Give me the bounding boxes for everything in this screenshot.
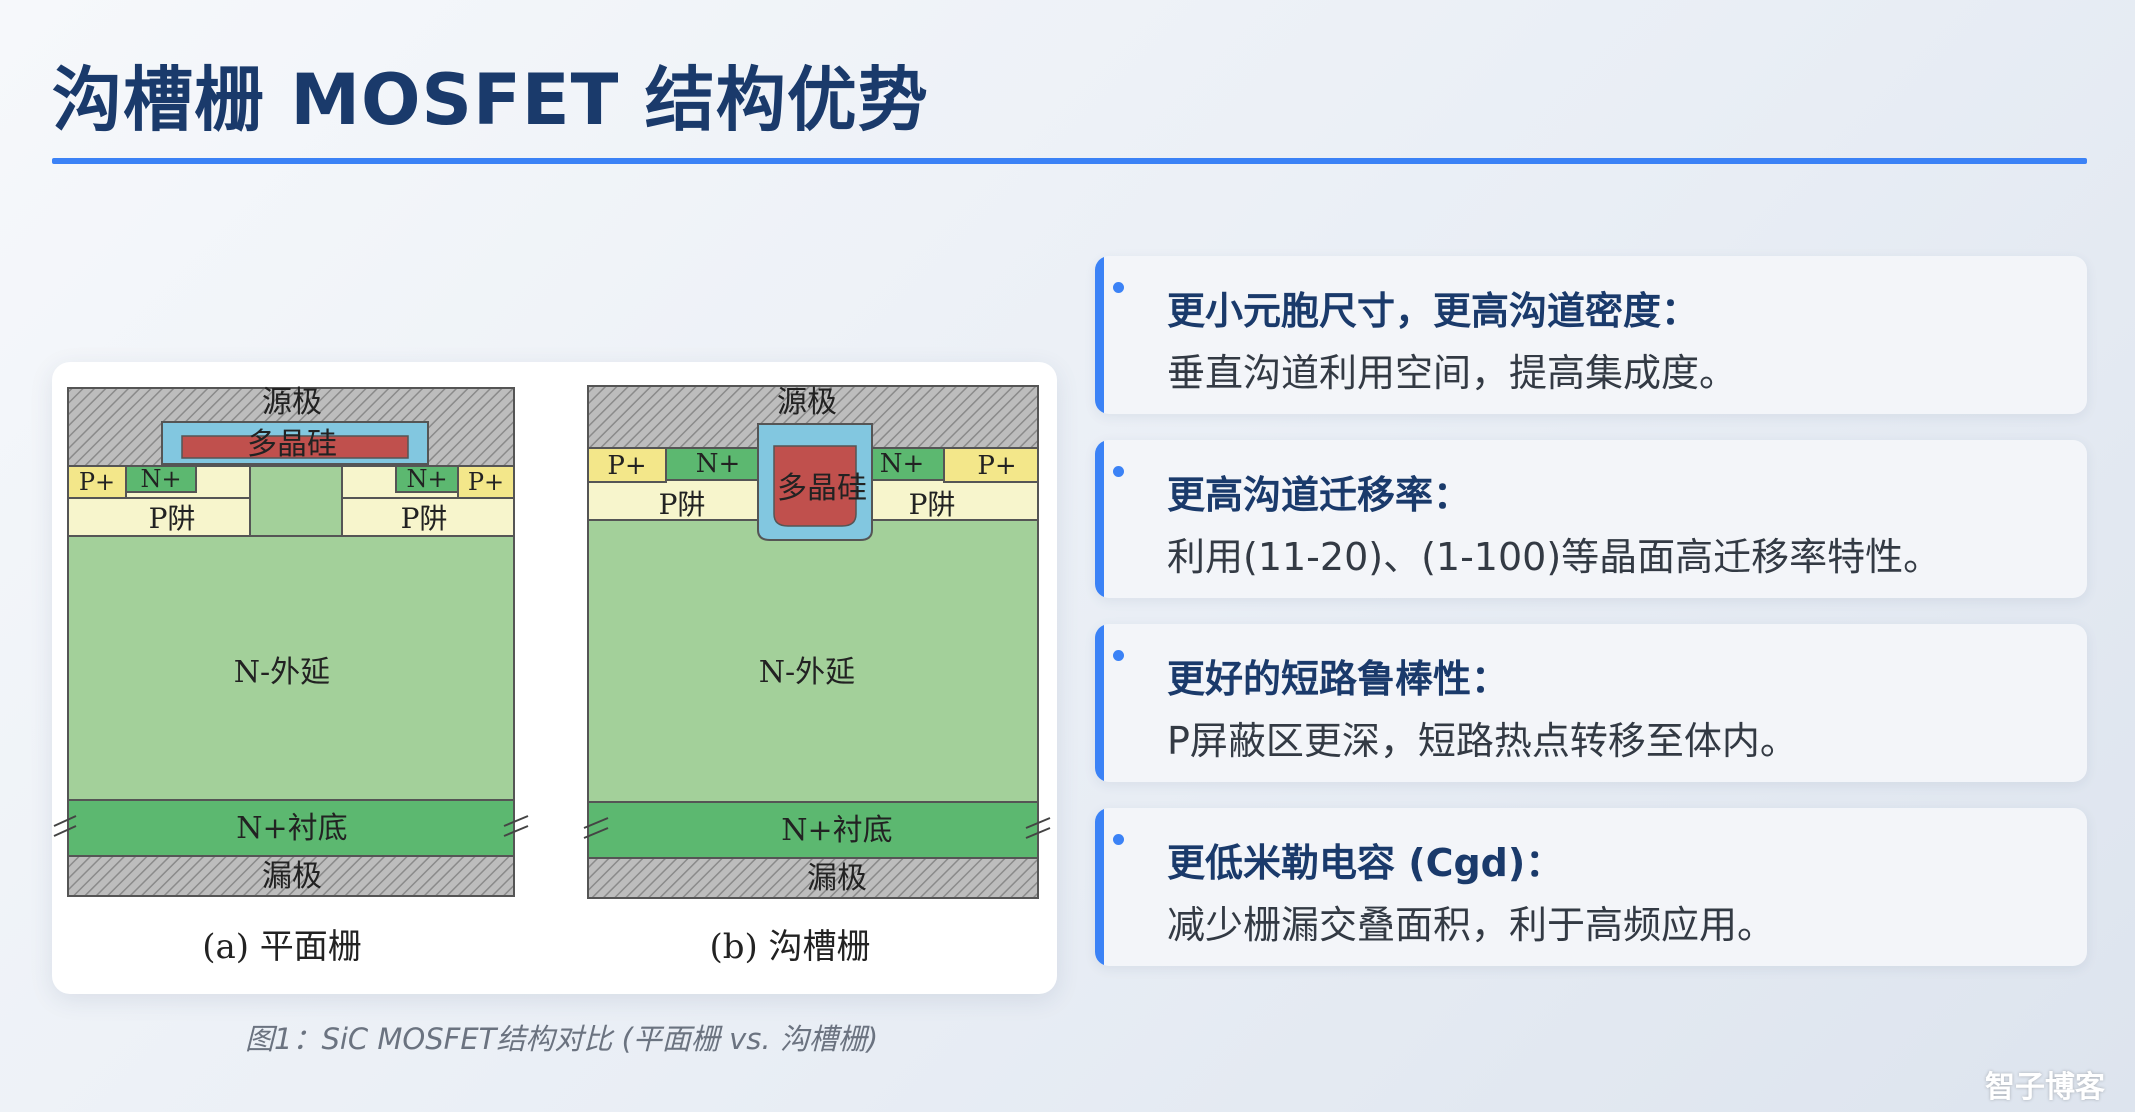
trench-drain-label: 漏极 [807, 861, 867, 896]
planar-drain-metal [67, 855, 515, 897]
planar-p-well-right-label: P阱 [401, 502, 448, 535]
bullet-dot-icon [1113, 834, 1124, 845]
trench-p-plus-left-label: P+ [607, 451, 646, 481]
planar-structure: 源极 多晶硅 P+ N+ N+ P+ P阱 P阱 N-外延 N+衬底 漏极 (a… [53, 385, 529, 967]
trench-n-plus-right-label: N+ [880, 449, 925, 479]
trench-epi-label: N-外延 [759, 655, 855, 690]
figure-caption: 图1：SiC MOSFET结构对比 (平面栅 vs. 沟槽栅) [245, 1022, 879, 1056]
planar-n-plus-left-label: N+ [140, 465, 181, 493]
planar-break-right [503, 815, 529, 837]
card-title: 更好的短路鲁棒性： [1167, 657, 1510, 701]
planar-p-plus-right [457, 465, 515, 501]
card-accent-bar [1095, 256, 1104, 414]
trench-n-plus-right [859, 447, 945, 481]
card-description: 垂直沟道利用空间，提高集成度。 [1167, 351, 1738, 395]
card-title: 更低米勒电容 (Cgd)： [1167, 841, 1564, 885]
trench-p-well-right [859, 479, 1039, 521]
trench-poly-gate [773, 445, 857, 527]
trench-p-plus-right [943, 447, 1039, 483]
advantage-card-4: 更低米勒电容 (Cgd)： 减少栅漏交叠面积，利于高频应用。 [1095, 808, 2087, 966]
planar-substrate-label: N+衬底 [236, 811, 347, 846]
trench-substrate-label: N+衬底 [781, 813, 892, 848]
bullet-dot-icon [1113, 282, 1124, 293]
planar-p-plus-right-label: P+ [468, 468, 504, 496]
trench-break-left [583, 817, 609, 839]
planar-caption-label: (a) 平面栅 [202, 927, 362, 967]
trench-n-plus-left [665, 447, 771, 481]
bullet-dot-icon [1113, 466, 1124, 477]
planar-p-plus-left-label: P+ [79, 468, 115, 496]
trench-poly-label: 多晶硅 [777, 471, 867, 506]
advantage-card-1: 更小元胞尺寸，更高沟道密度： 垂直沟道利用空间，提高集成度。 [1095, 256, 2087, 414]
trench-p-plus-left [587, 447, 667, 483]
planar-n-plus-left [125, 465, 197, 493]
planar-drain-label: 漏极 [262, 859, 322, 894]
trench-p-well-left-label: P阱 [659, 488, 706, 521]
page-title: 沟槽栅 MOSFET 结构优势 [52, 59, 929, 141]
planar-n-plus-right-label: N+ [406, 465, 447, 493]
advantage-card-3: 更好的短路鲁棒性： P屏蔽区更深，短路热点转移至体内。 [1095, 624, 2087, 782]
planar-poly-label: 多晶硅 [247, 427, 337, 462]
card-accent-bar [1095, 624, 1104, 782]
card-description: 减少栅漏交叠面积，利于高频应用。 [1167, 903, 1776, 947]
planar-poly-gate [181, 435, 409, 459]
planar-p-well-left-top [67, 497, 251, 537]
title-underline [52, 158, 2087, 164]
planar-break-left [53, 815, 77, 837]
watermark: 智子博客 [1985, 1070, 2105, 1105]
card-description: P屏蔽区更深，短路热点转移至体内。 [1167, 719, 1798, 763]
planar-p-well-left-label: P阱 [149, 502, 196, 535]
trench-epi [587, 517, 1039, 803]
bullet-dot-icon [1113, 650, 1124, 661]
trench-structure: 源极 多晶硅 P+ N+ N+ P+ P阱 P阱 N-外延 N+衬底 漏极 (b… [583, 385, 1051, 967]
trench-caption-label: (b) 沟槽栅 [709, 927, 870, 967]
trench-p-well-right-label: P阱 [909, 488, 956, 521]
planar-epi-label: N-外延 [234, 655, 330, 690]
trench-source-label: 源极 [777, 385, 837, 420]
trench-n-plus-left-label: N+ [696, 449, 741, 479]
planar-source-label: 源极 [262, 385, 322, 420]
trench-break-right [1025, 817, 1051, 839]
card-title: 更高沟道迁移率： [1167, 473, 1472, 517]
trench-drain-metal [587, 857, 1039, 899]
trench-p-well-left [587, 479, 771, 521]
advantage-card-2: 更高沟道迁移率： 利用(11-20)、(1-100)等晶面高迁移率特性。 [1095, 440, 2087, 598]
card-accent-bar [1095, 440, 1104, 598]
planar-n-plus-right [395, 465, 459, 493]
mosfet-structure-diagram: 源极 多晶硅 P+ N+ N+ P+ P阱 P阱 N-外延 N+衬底 漏极 (a… [53, 385, 1051, 967]
card-description: 利用(11-20)、(1-100)等晶面高迁移率特性。 [1167, 535, 1942, 579]
planar-p-well-right-top [341, 497, 515, 537]
planar-epi-lower [67, 535, 515, 801]
card-title: 更小元胞尺寸，更高沟道密度： [1167, 289, 1700, 333]
structure-figure: 源极 多晶硅 P+ N+ N+ P+ P阱 P阱 N-外延 N+衬底 漏极 (a… [52, 362, 1057, 994]
card-accent-bar [1095, 808, 1104, 966]
trench-p-plus-right-label: P+ [977, 451, 1016, 481]
